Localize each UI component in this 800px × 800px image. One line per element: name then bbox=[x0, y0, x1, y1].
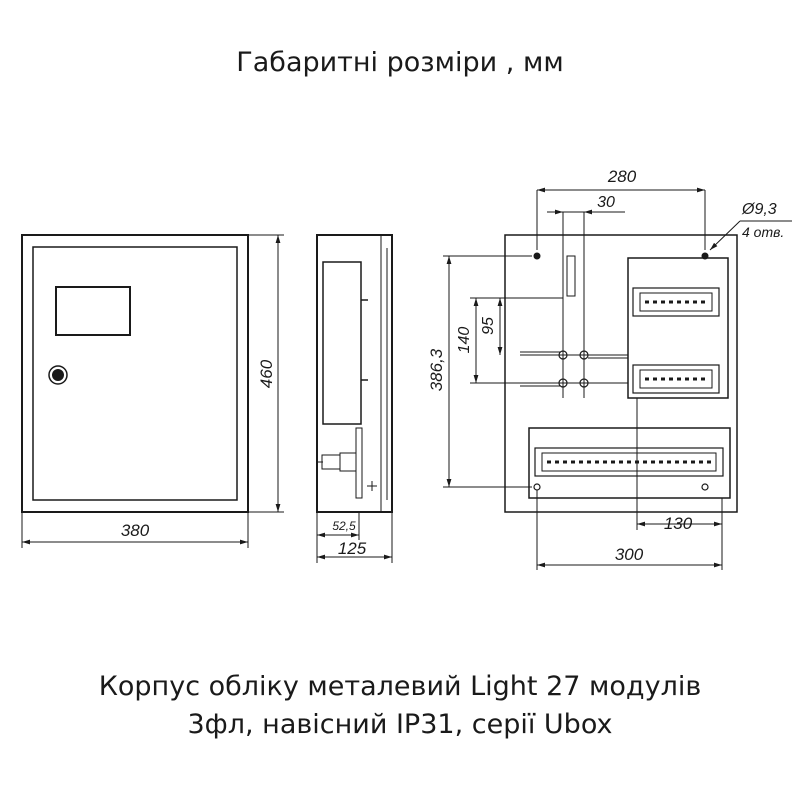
product-caption: Корпус обліку металевий Light 27 модулів… bbox=[0, 668, 800, 744]
din-rail-bottom bbox=[534, 447, 724, 477]
lower-din-panel bbox=[528, 427, 731, 499]
side-terminal bbox=[321, 454, 341, 470]
hole-diameter-label: Ø9,3 bbox=[741, 201, 777, 218]
dim-140-label: 140 bbox=[456, 327, 473, 354]
mounting-hole-icon bbox=[701, 483, 709, 491]
upper-din-panel bbox=[627, 257, 729, 399]
din-rail-top bbox=[632, 287, 720, 317]
front-width-label: 380 bbox=[121, 521, 150, 540]
rear-top-offset-label: 30 bbox=[597, 194, 615, 211]
mounting-hole-icon bbox=[533, 483, 541, 491]
front-window bbox=[55, 286, 131, 336]
lock-icon bbox=[48, 365, 68, 385]
mounting-hole-icon bbox=[533, 252, 541, 260]
hole-count-label: 4 отв. bbox=[742, 224, 784, 240]
front-outer-frame bbox=[21, 234, 249, 513]
hole-leader bbox=[709, 220, 741, 251]
side-view bbox=[316, 234, 393, 563]
caption-line-1: Корпус обліку металевий Light 27 модулів bbox=[98, 671, 702, 702]
front-height-label: 460 bbox=[257, 359, 276, 388]
dim-95-label: 95 bbox=[480, 317, 497, 335]
side-bracket bbox=[355, 427, 363, 499]
side-body bbox=[316, 234, 393, 513]
rear-height-label: 386,3 bbox=[427, 348, 446, 391]
rear-bottom-width-label: 300 bbox=[615, 545, 644, 564]
caption-line-2: 3фл, навісний IP31, серії Ubox bbox=[187, 709, 613, 740]
page-title: Габаритні розміри , мм bbox=[236, 47, 564, 78]
front-view bbox=[21, 234, 284, 548]
rear-view bbox=[443, 187, 792, 570]
side-din-panel bbox=[322, 261, 362, 425]
rear-top-width-label: 280 bbox=[607, 167, 637, 186]
rear-bottom-offset-label: 130 bbox=[664, 514, 693, 533]
din-rail-middle bbox=[632, 364, 720, 394]
rear-body bbox=[504, 234, 738, 513]
front-door bbox=[32, 246, 238, 501]
side-offset-label: 52,5 bbox=[332, 519, 356, 533]
side-depth-label: 125 bbox=[338, 539, 367, 558]
